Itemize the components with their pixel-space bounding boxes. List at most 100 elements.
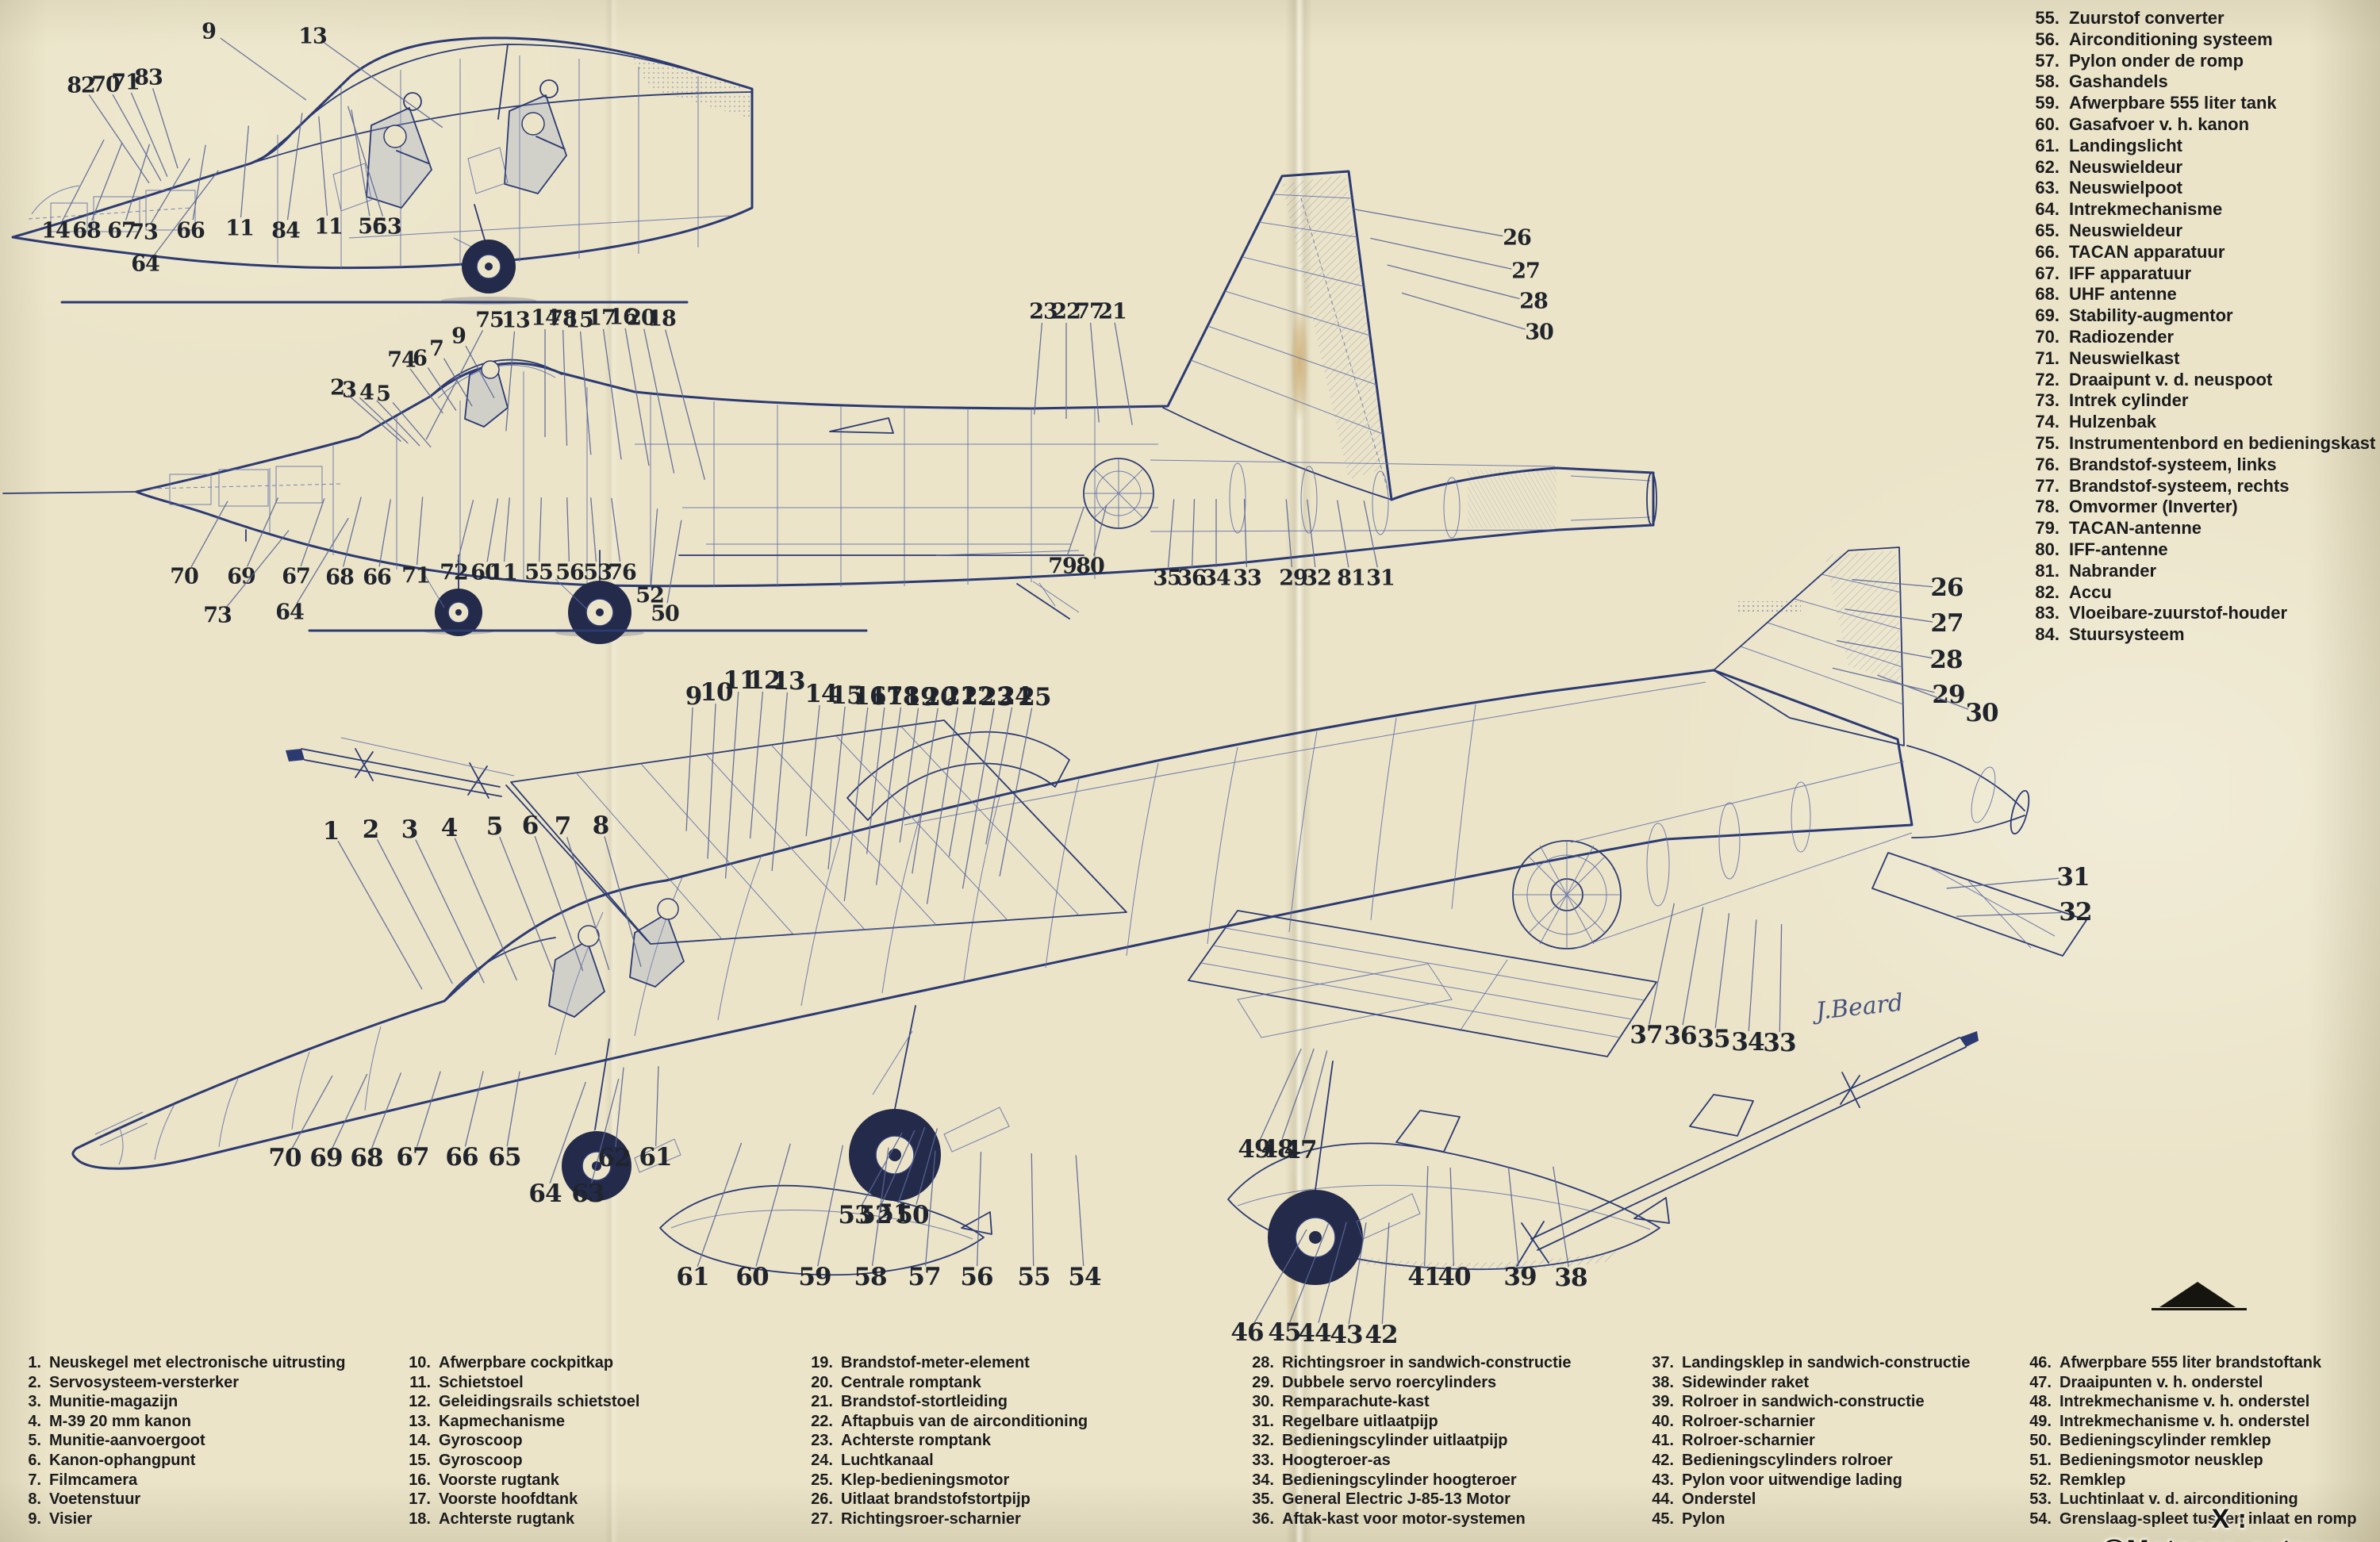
legend-item-label: Gyroscoop [439,1432,523,1450]
legend-item-label: Uitlaat brandstofstortpijp [841,1490,1031,1509]
legend-item-number: 78. [2035,497,2059,517]
callout-leader-line [566,837,610,970]
legend-item-label: Filmcamera [49,1471,138,1489]
callout-leader-line [415,839,485,984]
callout-number-5: 5 [486,812,503,841]
sidewinder-missile-left [286,737,515,799]
legend-item-number: 60. [2035,113,2059,134]
legend-item: 10.Afwerpbare cockpitkap [401,1353,639,1373]
callout-number-68: 68 [325,566,354,590]
callout-number-73: 73 [129,221,158,245]
legend-item: 16.Voorste rugtank [401,1471,639,1490]
legend-item-number: 23. [811,1432,833,1450]
legend-item-number: 8. [28,1490,41,1509]
legend-item-number: 37. [1652,1354,1674,1371]
legend-item: 67.IFF apparatuur [2025,263,2374,285]
legend-item-label: Geleidingsrails schietstoel [439,1393,640,1411]
legend-item-label: Draaipunten v. h. onderstel [2059,1373,2263,1391]
legend-item-number: 74. [2035,412,2059,432]
callout-number-5: 5 [376,382,390,407]
legend-item-number: 76. [2035,454,2059,474]
callout-leader-line [392,401,432,448]
cockpit-seat [464,360,509,428]
callout-number-22: 22 [1052,300,1081,324]
legend-item-number: 57. [2035,50,2059,71]
callout-leader-line [604,836,642,968]
legend-item: 73.Intrek cylinder [2025,390,2374,412]
legend-item-label: Achterste romptank [841,1432,991,1450]
callout-leader-line [153,170,219,256]
callout-leader-line [1449,1168,1455,1267]
callout-number-61: 61 [676,1263,708,1291]
callout-number-75: 75 [475,309,504,333]
legend-item-label: Stability-augmentor [2069,305,2233,326]
legend-item: 26. Uitlaat brandstofstortpijp [803,1490,1088,1509]
legend-item-number: 24. [811,1451,833,1469]
callout-number-13: 13 [501,309,530,333]
callout-leader-line [875,707,902,885]
callout-leader-line [538,497,542,562]
legend-item: 23. Achterste romptank [803,1431,1088,1451]
callout-leader-line [724,691,739,879]
legend-item: 81.Nabrander [2025,561,2374,582]
legend-item: 12.Geleidingsrails schietstoel [401,1392,639,1412]
legend-item-number: 4. [28,1412,41,1430]
legend-item-number: 61. [2035,135,2059,155]
legend-item-label: UHF antenne [2069,284,2177,305]
legend-item-label: Regelbare uitlaatpijp [1282,1412,1438,1430]
callout-number-72: 72 [440,561,468,585]
callout-number-36: 36 [1664,1022,1696,1050]
legend-item: 28.Richtingsroer in sandwich-constructie [1244,1353,1571,1373]
callout-leader-line [130,92,168,178]
callout-leader-line [916,1128,939,1205]
legend-item-number: 47. [2029,1373,2052,1391]
callout-leader-line [1423,1166,1429,1267]
legend-item-label: Visier [49,1509,93,1528]
callout-leader-line [457,500,474,562]
legend-item: 84.Stuursysteem [2025,624,2374,646]
callout-number-3: 3 [342,378,356,403]
callout-number-55: 55 [1017,1263,1050,1291]
legend-item-label: Vloeibare-zuurstof-houder [2069,603,2288,623]
legend-item-label: Nabrander [2069,560,2157,581]
callout-number-25: 25 [1018,683,1050,712]
legend-item-number: 80. [2035,539,2059,559]
legend-item-label: Munitie-aanvoergoot [49,1432,205,1450]
callout-leader-line [1191,499,1196,568]
callout-leader-line [685,707,693,831]
legend-item-number: 25. [811,1471,833,1489]
legend-item-label: Voetenstuur [49,1490,141,1509]
cockpit-artwork [11,36,754,305]
callout-leader-line [899,708,919,843]
callout-number-6: 6 [413,347,427,371]
callout-leader-line [654,1066,659,1147]
legend-item-number: 73. [2035,390,2059,411]
callout-leader-line [347,394,401,442]
legend-item-label: Bedieningscylinder hoogteroer [1282,1471,1517,1489]
callout-number-19: 19 [904,683,936,712]
triangle-icon [2159,1282,2236,1307]
legend-bottom-column-1: 1.Neuskegel met electronische uitrusting… [11,1353,345,1529]
legend-item-label: Luchtkanaal [841,1451,934,1469]
callout-leader-line [962,708,995,889]
legend-item-label: Gashandels [2069,71,2168,92]
pitot-boom [2,491,137,494]
callout-number-11: 11 [489,561,517,585]
legend-item-label: Rolroer-scharnier [1682,1432,1815,1450]
callout-leader-line [220,37,307,101]
callout-number-39: 39 [1503,1263,1536,1291]
detached-canopy [846,731,1070,821]
legend-item-number: 27. [811,1509,833,1528]
legend-item-number: 19. [811,1354,833,1371]
legend-item-number: 20. [811,1373,833,1391]
nose-equipment [150,466,342,542]
callout-leader-line [926,707,958,904]
callout-number-9: 9 [202,20,216,44]
legend-item-number: 34. [1252,1471,1274,1489]
legend-item-number: 39. [1652,1393,1674,1411]
callout-number-26: 26 [1930,573,1963,602]
legend-item-number: 26. [811,1490,833,1509]
legend-item: 43.Pylon voor uitwendige lading [1644,1471,1970,1490]
callout-number-73: 73 [203,604,232,628]
callout-number-69: 69 [309,1144,342,1172]
